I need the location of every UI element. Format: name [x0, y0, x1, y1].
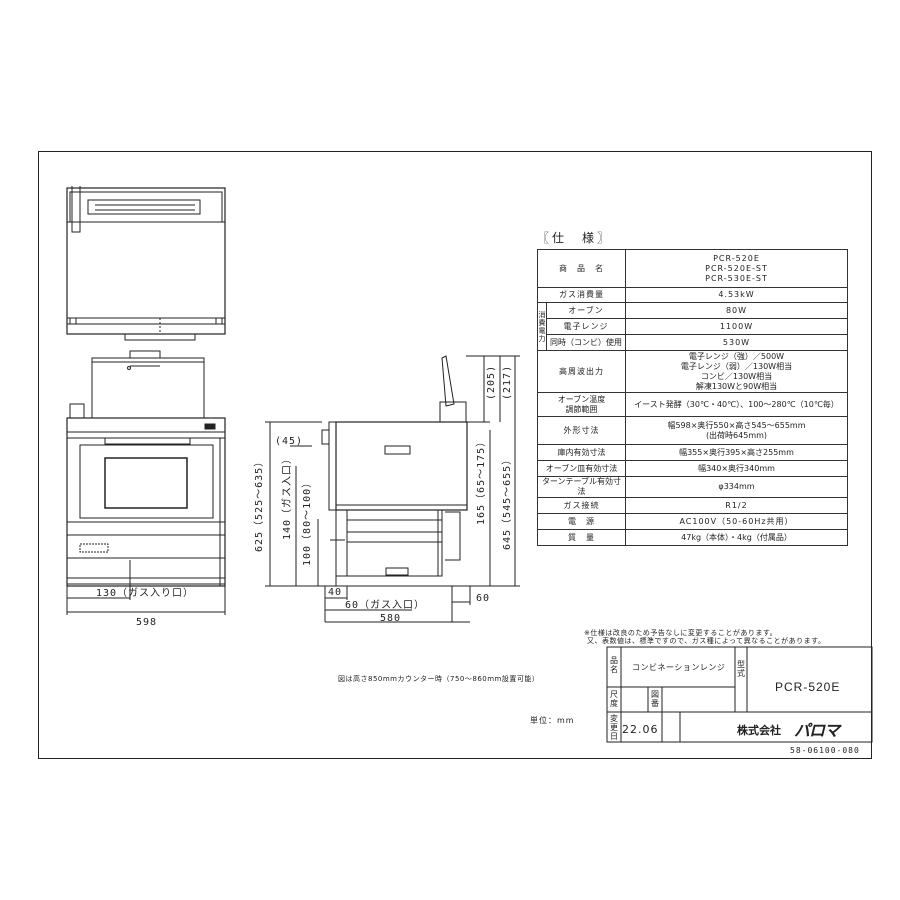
gas-value: 4.53kW: [625, 287, 848, 303]
combi-value: 530W: [625, 334, 848, 351]
power-label: 電 源: [537, 513, 626, 530]
outer-values: 幅598×奥行550×高さ545～655mm (出荷時645mm): [625, 416, 848, 445]
dim-40: 40: [328, 587, 342, 598]
range-label: 電子レンジ: [546, 318, 626, 335]
dim-205: (205): [486, 365, 497, 400]
temp-value: イースト発酵（30℃・40℃）、100～280℃（10℃毎）: [625, 392, 848, 417]
note-line1: ※仕様は改良のため予告なしに変更することがあります。: [584, 629, 778, 637]
dim-height-645: 645（545～655）: [501, 454, 513, 550]
side-view-body: [335, 421, 468, 511]
mass-value: 47kg（本体）・4kg（付属品）: [625, 529, 848, 546]
temp-label: オーブン温度 調節範囲: [537, 392, 626, 417]
doc-number: 58-06100-080: [790, 746, 860, 755]
side-view-gas-pipe: [445, 511, 461, 561]
top-view-duct: [71, 186, 81, 233]
power-group-label: 消費電力: [537, 302, 547, 351]
gasconn-value: R1/2: [625, 497, 848, 514]
tb-kata-label: 型式: [737, 660, 745, 678]
dim-60-right: 60: [476, 593, 490, 604]
front-view-vent-left: [69, 403, 85, 418]
tb-product-name: コンビネーションレンジ: [632, 663, 726, 672]
front-view-body: [66, 417, 226, 587]
spec-table: 商 品 名 PCR-520E PCR-520E-ST PCR-530E-ST ガ…: [537, 249, 848, 546]
unit-label: 単位：mm: [530, 716, 575, 725]
oven-value: 80W: [625, 302, 848, 319]
tray-label: オーブン皿有効寸法: [537, 460, 626, 477]
tb-hinmei-label: 品名: [610, 656, 618, 674]
dim-height-100: 100（80～100）: [301, 477, 313, 566]
front-view-flue: [91, 357, 205, 419]
counter-note: 図は高さ850mmカウンター時（750～860mm設置可能）: [338, 675, 540, 683]
front-view-door: [79, 444, 214, 519]
dim-height-165: 165（65～175）: [475, 436, 487, 525]
dim-60-gas: 60（ガス入口）: [345, 599, 425, 611]
note-line2: 又、表数値は、標準ですので、ガス種によって異なることがあります。: [587, 637, 826, 645]
tb-date: 22.06: [622, 723, 659, 736]
tb-henkou-label: 変更日: [610, 714, 618, 741]
side-view-flue: [441, 355, 455, 407]
inner-value: 幅355×奥行395×高さ255mm: [625, 444, 848, 461]
tb-zuban-label: 図番: [651, 690, 659, 708]
company-logo: パロマ: [794, 721, 840, 740]
mass-label: 質 量: [537, 529, 626, 546]
inner-label: 庫内有効寸法: [537, 444, 626, 461]
oven-label: オーブン: [546, 302, 626, 319]
dim-height-140: 140（ガス入口）: [281, 453, 293, 540]
dim-gas-inlet: 130（ガス入り口）: [96, 587, 194, 599]
product-label: 商 品 名: [537, 249, 626, 288]
tb-company: 株式会社: [737, 724, 781, 737]
tb-model: PCR-520E: [775, 680, 841, 694]
hf-values: 電子レンジ（強）／500W 電子レンジ（弱）／130W相当 コンビ／130W相当…: [625, 350, 848, 393]
gas-label: ガス消費量: [537, 287, 626, 303]
turntable-value: φ334mm: [625, 476, 848, 498]
power-value: AC100V（50-60Hz共用）: [625, 513, 848, 530]
dim-45: (45): [275, 436, 303, 447]
combi-label: 同時（コンビ）使用: [546, 334, 626, 351]
spec-title: 〖仕 様〗: [537, 231, 613, 245]
gasconn-label: ガス接続: [537, 497, 626, 514]
hf-label: 高周波出力: [537, 350, 626, 393]
title-block-frame: [606, 646, 873, 743]
dim-depth: 580: [380, 613, 401, 624]
top-view-handle: [87, 199, 201, 215]
tray-value: 幅340×奥行340mm: [625, 460, 848, 477]
outer-label: 外形寸法: [537, 416, 626, 445]
product-values: PCR-520E PCR-520E-ST PCR-530E-ST: [625, 249, 848, 288]
tb-shakudo-label: 尺度: [610, 690, 618, 708]
drawing-frame: [38, 151, 872, 759]
dim-width: 598: [136, 617, 157, 628]
side-view-handle: [384, 445, 411, 455]
front-view-window: [104, 457, 188, 509]
dim-height-625: 625（525～635）: [253, 456, 265, 552]
range-value: 1100W: [625, 318, 848, 335]
turntable-label: ターンテーブル有効寸法: [537, 476, 626, 498]
top-view-back-panel: [69, 191, 223, 223]
dim-217: (217): [502, 365, 513, 400]
top-view-door-edge: [124, 333, 196, 341]
